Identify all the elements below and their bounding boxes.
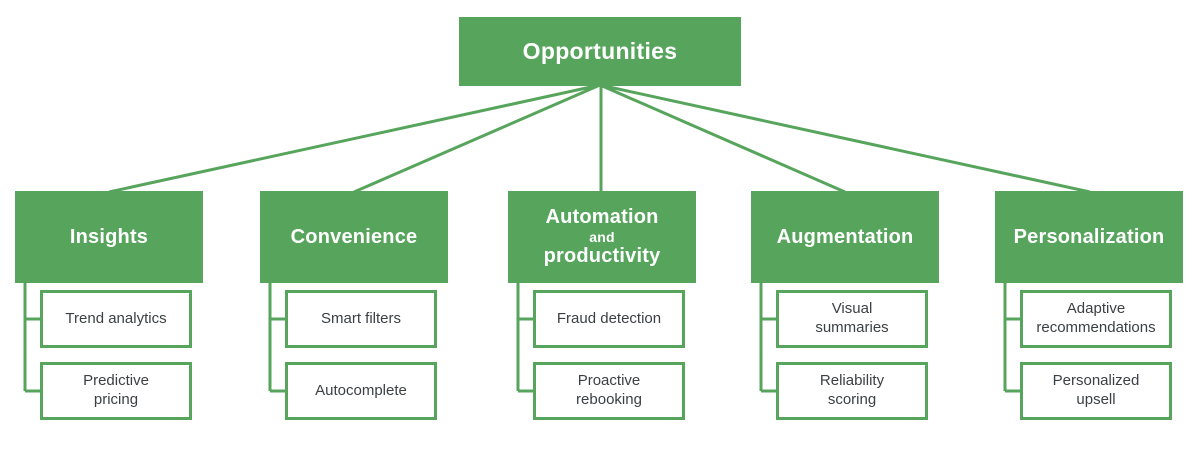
- root-fan-lines: [108, 83, 1091, 194]
- category-label: Convenience: [290, 225, 418, 248]
- group-bracket-insights: [23, 283, 40, 393]
- child-label: Trend analytics: [65, 309, 167, 327]
- child-box: Autocomplete: [285, 362, 437, 420]
- child-label: Reliability scoring: [819, 372, 885, 408]
- category-box-augmentation: Augmentation: [751, 191, 939, 283]
- child-label: Autocomplete: [315, 381, 407, 399]
- category-label: Personalization: [1013, 225, 1165, 248]
- category-box-insights: Insights: [15, 191, 203, 283]
- child-box: Fraud detection: [533, 290, 685, 348]
- root-label: Opportunities: [522, 38, 678, 64]
- child-box: Visual summaries: [776, 290, 928, 348]
- category-box-convenience: Convenience: [260, 191, 448, 283]
- group-bracket-augmentation: [759, 283, 776, 393]
- child-label: Fraud detection: [556, 309, 662, 327]
- category-label-line1: Automation: [545, 205, 659, 228]
- child-box: Smart filters: [285, 290, 437, 348]
- root-box-opportunities: Opportunities: [459, 17, 741, 86]
- child-label: Visual summaries: [815, 300, 889, 336]
- group-bracket-convenience: [268, 283, 285, 393]
- child-box: Personalized upsell: [1020, 362, 1172, 420]
- category-box-personalization: Personalization: [995, 191, 1183, 283]
- child-box: Predictive pricing: [40, 362, 192, 420]
- child-label: Personalized upsell: [1052, 372, 1140, 408]
- category-label: Augmentation: [776, 225, 914, 248]
- child-box: Proactive rebooking: [533, 362, 685, 420]
- category-box-automation-productivity: Automation and productivity: [508, 191, 696, 283]
- child-box: Trend analytics: [40, 290, 192, 348]
- child-label: Proactive rebooking: [576, 372, 642, 408]
- group-bracket-personalization: [1003, 283, 1020, 393]
- category-label: Automation and productivity: [544, 206, 661, 268]
- category-label-line2: productivity: [543, 245, 661, 268]
- child-box: Adaptive recommendations: [1020, 290, 1172, 348]
- child-label: Adaptive recommendations: [1036, 300, 1156, 336]
- category-label-small: and: [589, 228, 615, 245]
- group-bracket-automation: [516, 283, 533, 393]
- child-label: Smart filters: [320, 309, 401, 327]
- child-box: Reliability scoring: [776, 362, 928, 420]
- child-label: Predictive pricing: [83, 372, 149, 408]
- category-label: Insights: [69, 225, 149, 248]
